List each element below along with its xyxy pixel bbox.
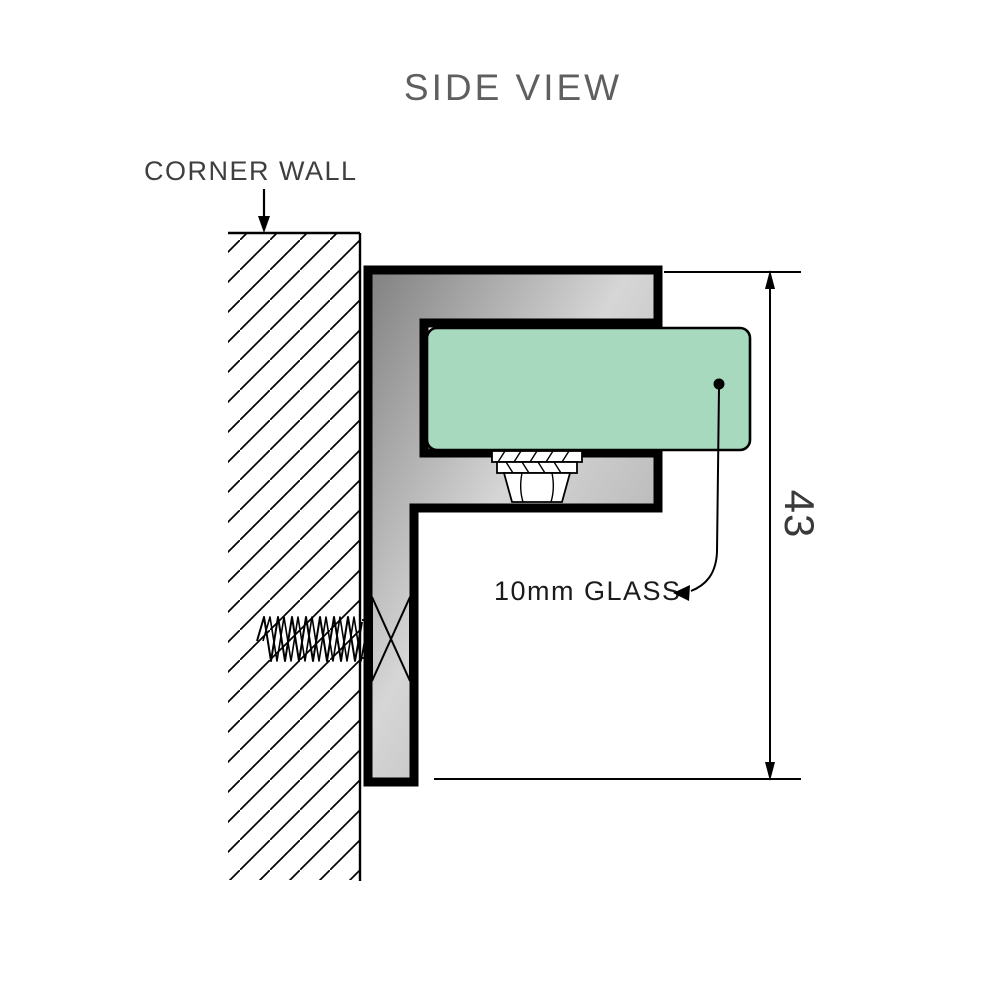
screw-thread-line: [256, 616, 363, 662]
glass-leader-arrowhead-icon: [673, 585, 690, 601]
page-title: SIDE VIEW: [404, 67, 622, 108]
glass-leader-line: [690, 387, 720, 592]
gasket-cup-line-left: [519, 472, 524, 503]
gasket-seal: [491, 450, 583, 503]
gasket-cup: [502, 472, 572, 503]
dimension-value: 43: [776, 490, 823, 539]
mounting-screw: [256, 596, 411, 682]
screw-thread-line-2: [262, 616, 369, 662]
dimension-arrow-down-icon: [765, 762, 775, 781]
glass-panel: [425, 326, 752, 452]
corner-wall-arrow: [258, 189, 270, 233]
gasket-washer-bottom-hatch: [505, 461, 562, 474]
glass-leader-dot-icon: [713, 378, 725, 390]
bracket-profile: [363, 265, 663, 787]
corner-wall: [228, 231, 362, 881]
screw-head-cross-2: [371, 596, 411, 682]
gasket-washer-top-hatch: [497, 450, 570, 463]
glass-label: 10mm GLASS: [494, 576, 682, 606]
dimension-43: 43: [434, 270, 823, 781]
dimension-arrow-up-icon: [765, 270, 775, 289]
glass-leader: [673, 378, 725, 601]
corner-wall-label: CORNER WALL: [144, 156, 358, 186]
gasket-cup-line-right: [550, 472, 555, 503]
wall-hatching: [228, 233, 359, 880]
corner-wall-arrowhead-icon: [258, 216, 270, 233]
